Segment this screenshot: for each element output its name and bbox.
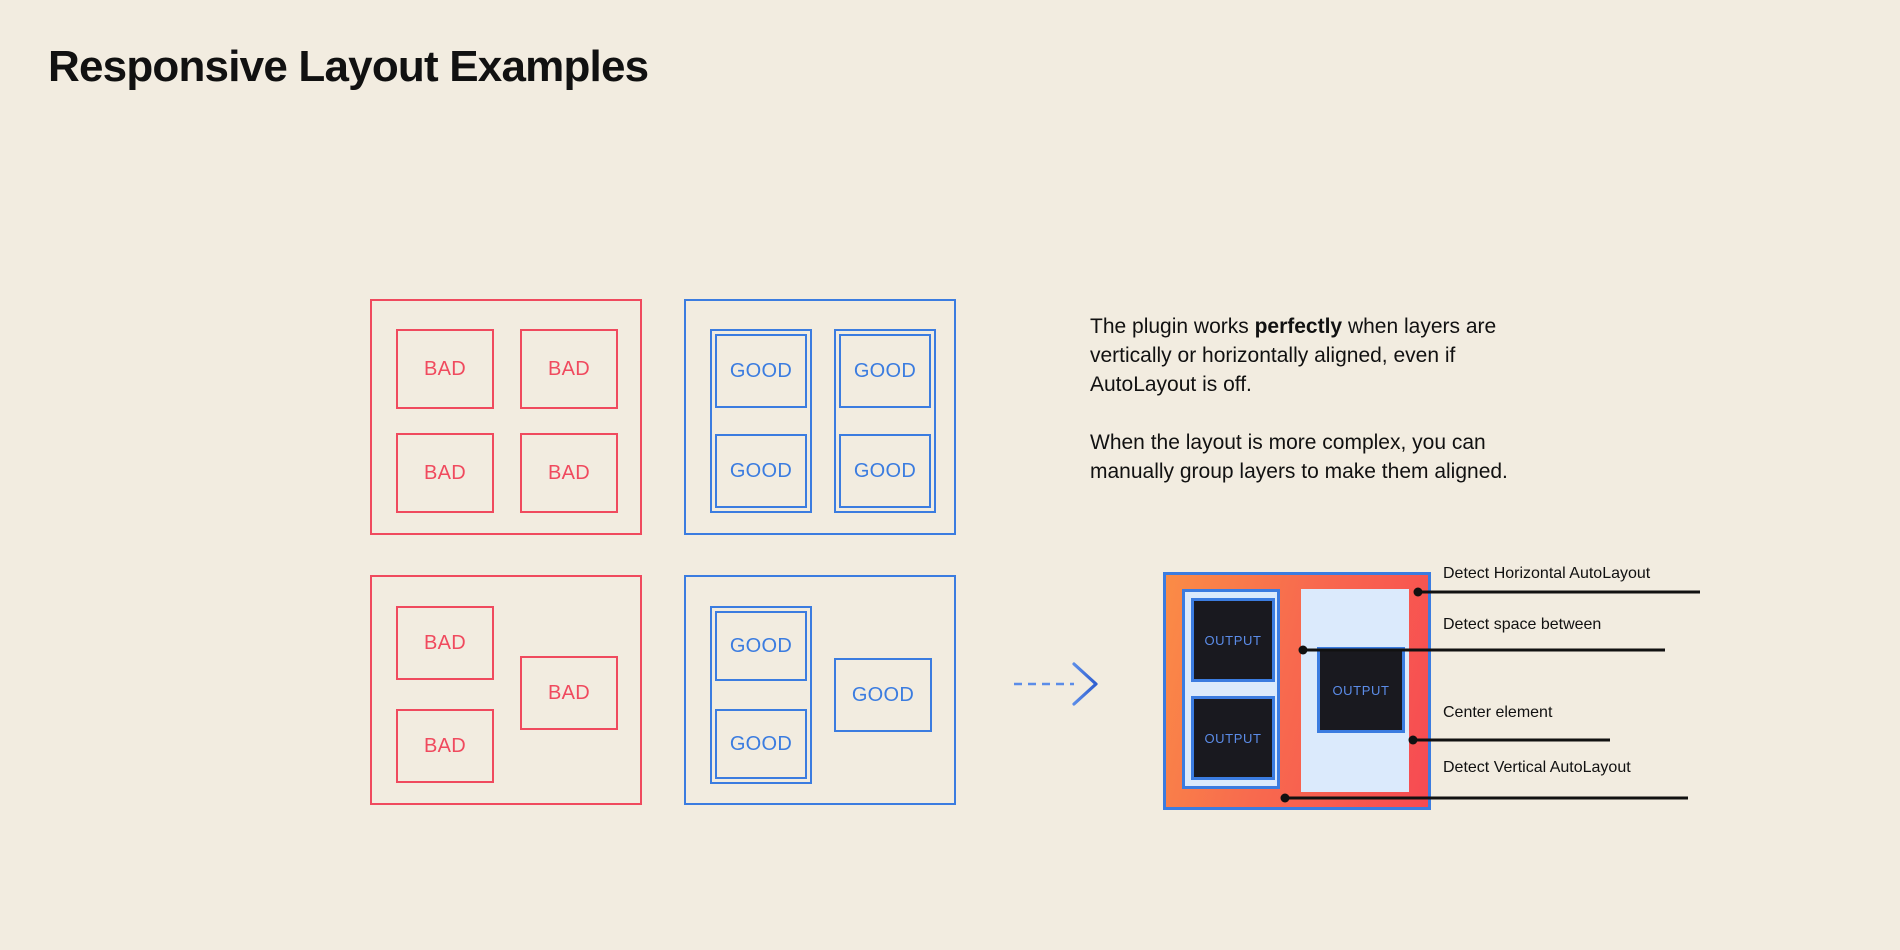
arrow-right-dashed-icon (1014, 662, 1098, 706)
output-box: OUTPUT (1191, 696, 1275, 780)
good-cell: GOOD (715, 709, 807, 779)
output-box: OUTPUT (1191, 598, 1275, 682)
bad-cell: BAD (520, 656, 618, 730)
output-label: OUTPUT (1204, 730, 1262, 746)
cell-label: GOOD (729, 460, 793, 482)
output-label: OUTPUT (1332, 682, 1390, 698)
cell-label: GOOD (853, 460, 917, 482)
detection-diagram-frame: OUTPUT OUTPUT OUTPUT (1163, 572, 1431, 810)
description-text: The plugin works perfectly when layers a… (1090, 312, 1560, 486)
annotation-label-center-element: Center element (1443, 704, 1553, 721)
output-box: OUTPUT (1317, 647, 1405, 733)
example-panel-good-grid: GOOD GOOD GOOD GOOD (684, 299, 956, 535)
annotation-label-detect-horizontal-autolayout: Detect Horizontal AutoLayout (1443, 565, 1651, 582)
cell-label: BAD (423, 735, 467, 757)
cell-label: GOOD (729, 360, 793, 382)
output-label: OUTPUT (1204, 632, 1262, 648)
cell-label: BAD (423, 462, 467, 484)
good-cell: GOOD (839, 434, 931, 508)
good-cell: GOOD (715, 434, 807, 508)
paragraph1-part2: when layers are vertically or horizontal… (1090, 315, 1497, 396)
example-panel-good-complex: GOOD GOOD GOOD (684, 575, 956, 805)
layer-group-wrapper (710, 606, 812, 784)
cell-label: BAD (423, 358, 467, 380)
cell-label: GOOD (851, 684, 915, 706)
good-cell: GOOD (839, 334, 931, 408)
cell-label: GOOD (729, 733, 793, 755)
layer-group-wrapper (834, 329, 936, 513)
cell-label: GOOD (729, 635, 793, 657)
good-cell: GOOD (715, 611, 807, 681)
example-panel-bad-complex: BAD BAD BAD (370, 575, 642, 805)
paragraph1-part1: The plugin works (1090, 315, 1255, 338)
cell-label: GOOD (853, 360, 917, 382)
bad-cell: BAD (520, 329, 618, 409)
detection-left-group: OUTPUT OUTPUT (1182, 589, 1280, 789)
cell-label: BAD (423, 632, 467, 654)
bad-cell: BAD (396, 433, 494, 513)
annotation-label-detect-space-between: Detect space between (1443, 616, 1602, 633)
annotation-label-detect-vertical-autolayout: Detect Vertical AutoLayout (1443, 759, 1631, 776)
cell-label: BAD (547, 682, 591, 704)
bad-cell: BAD (396, 606, 494, 680)
example-panel-bad-grid: BAD BAD BAD BAD (370, 299, 642, 535)
bad-cell: BAD (396, 329, 494, 409)
good-cell: GOOD (834, 658, 932, 732)
detection-right-group: OUTPUT (1301, 589, 1409, 792)
bad-cell: BAD (396, 709, 494, 783)
description-paragraph-2: When the layout is more complex, you can… (1090, 431, 1508, 483)
cell-label: BAD (547, 358, 591, 380)
good-cell: GOOD (715, 334, 807, 408)
page-title: Responsive Layout Examples (48, 42, 649, 91)
bad-cell: BAD (520, 433, 618, 513)
layer-group-wrapper (710, 329, 812, 513)
paragraph1-emphasis: perfectly (1254, 315, 1343, 338)
description-paragraph-1: The plugin works perfectly when layers a… (1090, 312, 1560, 399)
cell-label: BAD (547, 462, 591, 484)
